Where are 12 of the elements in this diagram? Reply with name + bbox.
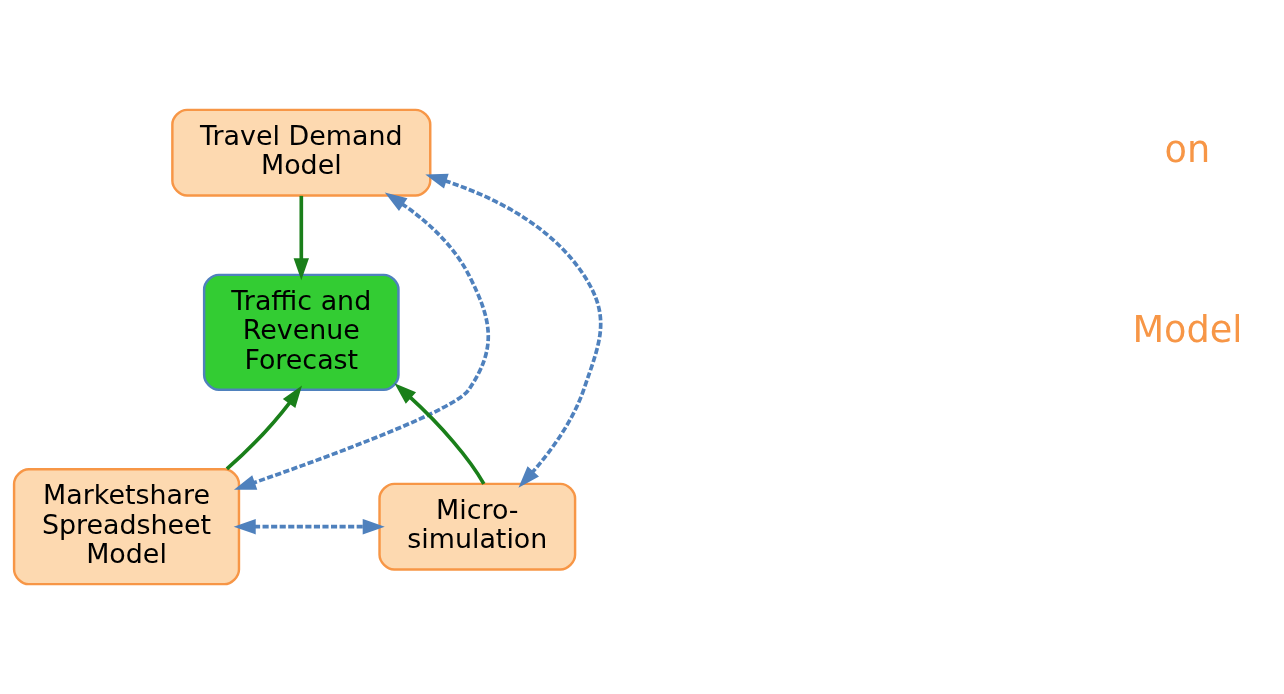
node-box: Micro- simulation xyxy=(378,482,577,571)
arrow xyxy=(225,385,303,471)
node-box: Traffic and Revenue Forecast xyxy=(202,273,400,391)
node-box: Travel Demand Model xyxy=(171,108,432,197)
label: on xyxy=(1164,127,1211,171)
arrow xyxy=(293,195,310,281)
label: Model xyxy=(1132,307,1243,351)
arrow xyxy=(394,383,486,485)
node-box: Marketshare Spreadsheet Model xyxy=(12,468,241,586)
arrow xyxy=(425,173,603,488)
arrow xyxy=(233,518,385,535)
arrow xyxy=(233,192,490,490)
